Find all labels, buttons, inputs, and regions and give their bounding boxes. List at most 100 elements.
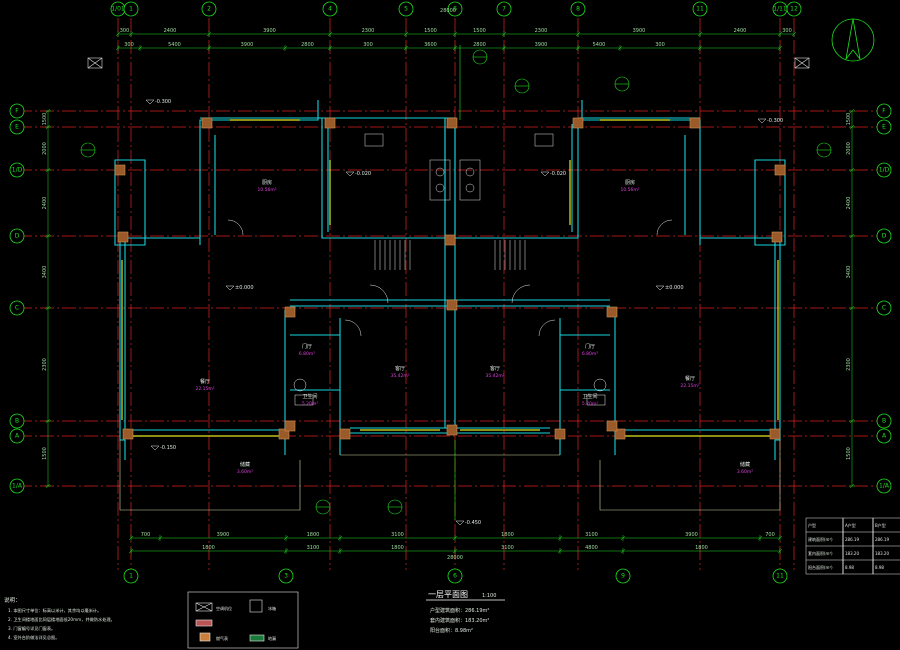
grid-bubble-right: E: [876, 119, 892, 135]
grid-bubble-top: 1: [123, 1, 139, 17]
svg-text:5.20m²: 5.20m²: [302, 401, 318, 407]
level-marker: -0.020: [345, 171, 371, 177]
title-block-cell: 183.20: [845, 551, 859, 556]
svg-text:1: 1: [129, 6, 133, 13]
column: [117, 231, 129, 243]
dim-top-2: 3900: [241, 42, 254, 48]
north-arrow-icon: [831, 18, 875, 62]
svg-text:4: 4: [328, 6, 332, 13]
grid-bubble-left: A: [9, 428, 25, 444]
level-marker: -0.450: [455, 520, 481, 526]
dim-left: 1500: [42, 113, 48, 126]
svg-text:11: 11: [776, 573, 784, 580]
dim-top-2: 2800: [301, 42, 314, 48]
grid-bubble-left: 1/A: [9, 478, 25, 494]
dim-top-1: 1500: [424, 28, 437, 34]
title-block-cell: 8.98: [875, 565, 884, 570]
svg-text:-0.020: -0.020: [550, 171, 566, 177]
room-label: 储藏3.60m²: [737, 461, 753, 475]
svg-text:2: 2: [207, 6, 211, 13]
grid-bubble-right: 1/A: [876, 478, 892, 494]
column: [769, 428, 781, 440]
svg-text:卫生间: 卫生间: [302, 393, 317, 400]
dim-bottom-2: 3100: [501, 545, 514, 551]
svg-text:3.60m²: 3.60m²: [737, 469, 753, 475]
svg-text:A: A: [15, 433, 20, 440]
dim-right: 2000: [846, 142, 852, 155]
grid-bubble-right: B: [876, 413, 892, 429]
column: [572, 117, 584, 129]
title-block-cell: 阳台面积(m²): [808, 564, 833, 570]
svg-text:-0.450: -0.450: [465, 520, 481, 526]
svg-text:6.80m²: 6.80m²: [299, 351, 315, 357]
dim-top-1: 2400: [164, 28, 177, 34]
grid-bubble-top: 6: [447, 1, 463, 17]
svg-text:5: 5: [404, 6, 408, 13]
grid-bubble-left: B: [9, 413, 25, 429]
dim-top-1: 300: [782, 28, 792, 34]
dim-top-1: 3900: [263, 28, 276, 34]
dim-top-1: 2300: [362, 28, 375, 34]
stair-treads: [374, 240, 526, 270]
svg-text:±0.000: ±0.000: [665, 285, 684, 291]
level-markers: ±0.000-0.020-0.300-0.150-0.450±0.000-0.0…: [145, 99, 783, 526]
svg-text:储藏: 储藏: [740, 461, 750, 468]
column: [284, 306, 296, 318]
grid-bubble-bottom: 11: [772, 568, 788, 584]
column: [614, 428, 626, 440]
svg-text:1: 1: [129, 573, 133, 580]
title-block-cell: 套内面积(m²): [808, 550, 833, 556]
svg-text:门厅: 门厅: [302, 343, 312, 350]
wall-outline: [114, 100, 786, 460]
dim-bottom-2: 1800: [202, 545, 215, 551]
dim-top-2: 3900: [535, 42, 548, 48]
title-block-cell: B户型: [875, 522, 886, 528]
svg-text:F: F: [882, 108, 886, 115]
dim-bottom-1: 700: [765, 532, 775, 538]
grid-bubble-right: A: [876, 428, 892, 444]
svg-text:1/01: 1/01: [111, 6, 125, 13]
column: [446, 117, 458, 129]
svg-text:3: 3: [284, 573, 288, 580]
dim-left: 3400: [42, 266, 48, 279]
grid-bubble-top: 1/11: [772, 1, 788, 17]
svg-text:-0.300: -0.300: [155, 99, 171, 105]
dim-right: 2400: [846, 197, 852, 210]
column: [201, 117, 213, 129]
title-block-cell: A户型: [845, 522, 856, 528]
column: [339, 428, 351, 440]
dim-bottom-1: 3100: [391, 532, 404, 538]
grid-bubble-right: 1/D: [876, 162, 892, 178]
dim-bottom-2: 1800: [695, 545, 708, 551]
svg-text:8: 8: [576, 6, 580, 13]
svg-text:6.80m²: 6.80m²: [582, 351, 598, 357]
dim-top-2: 2800: [473, 42, 486, 48]
svg-text:卫生间: 卫生间: [582, 393, 597, 400]
grid-bubble-top: 5: [398, 1, 414, 17]
grid-bubble-left: 1/D: [9, 162, 25, 178]
column: [444, 234, 456, 246]
level-marker: -0.300: [145, 99, 171, 105]
svg-text:厨房: 厨房: [262, 179, 272, 186]
grid-bubble-left: D: [9, 228, 25, 244]
grid-bubble-left: F: [9, 103, 25, 119]
svg-text:B: B: [15, 418, 19, 425]
grid-bubble-bottom: 9: [615, 568, 631, 584]
title-block-cell: 183.20: [875, 551, 889, 556]
door-swings: [227, 219, 673, 406]
svg-text:11: 11: [696, 6, 704, 13]
grid-bubble-left: E: [9, 119, 25, 135]
dim-top-2: 5400: [593, 42, 606, 48]
svg-text:6: 6: [453, 6, 457, 13]
column: [554, 428, 566, 440]
level-marker: -0.150: [150, 445, 176, 451]
grid-bubble-right: F: [876, 103, 892, 119]
svg-text:9: 9: [621, 573, 625, 580]
dim-bottom-2: 1800: [391, 545, 404, 551]
svg-text:C: C: [882, 305, 886, 312]
